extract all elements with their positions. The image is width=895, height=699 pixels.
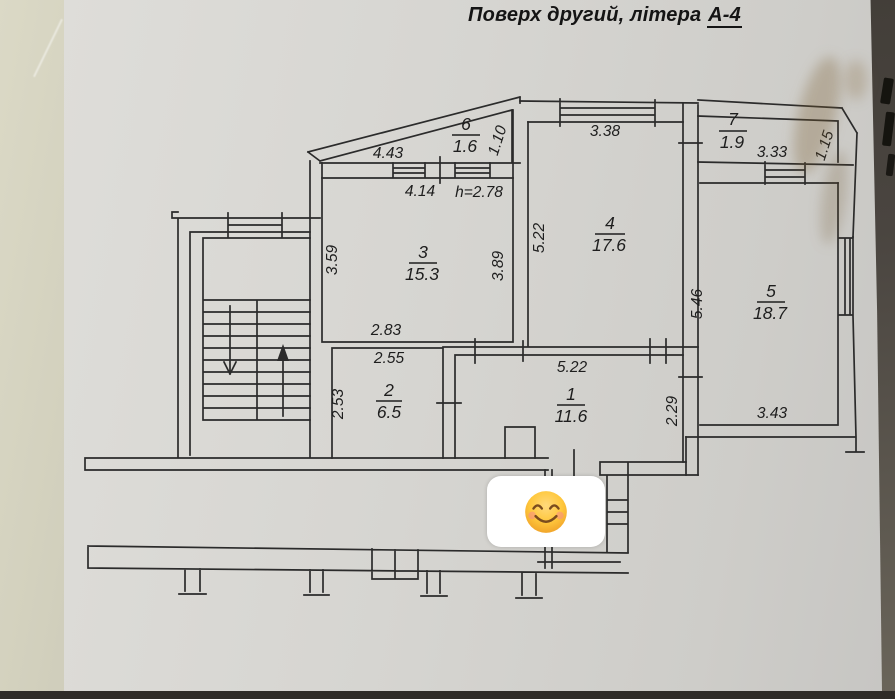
dim-room6-width: 4.43 xyxy=(373,145,404,162)
dimension-labels: 4.43 1.10 4.14 h=2.78 3.59 3.89 2.83 3.3… xyxy=(324,123,838,427)
stairs-up-arrowhead xyxy=(277,344,289,361)
emoji-blush-right xyxy=(556,511,564,519)
room-3-area: 15.3 xyxy=(405,264,439,284)
walls-central-vertical xyxy=(678,102,703,476)
room-labels: 1 11.6 2 6.5 3 15.3 4 17.6 5 18.7 6 1.6 … xyxy=(377,109,788,426)
windows-room6-band xyxy=(321,156,514,184)
dim-room4-top: 3.38 xyxy=(590,123,621,140)
plan-title-letter: А-4 xyxy=(707,4,742,28)
room-2-area: 6.5 xyxy=(377,402,402,422)
dim-room3-bottom: 2.83 xyxy=(370,322,402,339)
dim-room7-bottom: 3.33 xyxy=(757,144,788,161)
room-5-number: 5 xyxy=(766,281,776,301)
room-7-number: 7 xyxy=(728,109,739,129)
walls-room7 xyxy=(697,99,859,238)
dim-room2-top: 2.55 xyxy=(373,350,405,367)
room-number-underlines xyxy=(376,130,785,406)
walls-balcony6-diagonal xyxy=(306,95,522,164)
dim-room1-right: 2.29 xyxy=(664,396,681,428)
dim-room4-left: 5.22 xyxy=(531,223,548,254)
walls-staircase xyxy=(171,211,321,458)
dim-ceiling-height: h=2.78 xyxy=(455,184,503,201)
dim-room3-left: 3.59 xyxy=(324,245,341,276)
room-4-area: 17.6 xyxy=(592,235,626,255)
dim-room6-side: 1.10 xyxy=(485,123,511,157)
walls-room4-top-window xyxy=(519,98,699,127)
room-5-area: 18.7 xyxy=(753,303,788,323)
room-6-number: 6 xyxy=(461,114,471,134)
room-2-number: 2 xyxy=(383,380,394,400)
room-6-area: 1.6 xyxy=(453,136,478,156)
room-7-area: 1.9 xyxy=(720,132,745,152)
stairs-down-arrow xyxy=(222,305,238,376)
room-3-number: 3 xyxy=(418,242,428,262)
plan-title-text: Поверх другий, літера xyxy=(468,4,708,26)
walls xyxy=(84,95,865,599)
dim-room2-left: 2.53 xyxy=(330,389,347,421)
walls-room5 xyxy=(685,182,865,453)
smiling-face-emoji-icon xyxy=(525,490,567,533)
room-4-number: 4 xyxy=(605,213,615,233)
dim-room3-right: 3.89 xyxy=(490,251,507,282)
dim-room5-left: 5.46 xyxy=(689,289,706,320)
emoji-eye-right xyxy=(548,503,560,510)
dim-room5-bottom: 3.43 xyxy=(757,405,788,422)
emoji-face xyxy=(525,490,567,533)
emoji-blush-left xyxy=(528,511,536,519)
dim-room1-top: 5.22 xyxy=(557,359,588,376)
walls-left-and-bottom xyxy=(84,160,549,471)
emoji-sticker xyxy=(487,476,605,547)
dim-room3-top: 4.14 xyxy=(405,183,436,200)
door-ticks-corridor xyxy=(436,338,667,404)
plan-title: Поверх другий, літера А-4 xyxy=(415,4,795,28)
room-1-area: 11.6 xyxy=(555,406,588,426)
paper-stain xyxy=(845,60,867,100)
room-1-number: 1 xyxy=(566,384,576,404)
walls-bottom-balcony xyxy=(87,545,629,599)
emoji-mouth xyxy=(534,514,558,523)
emoji-eye-left xyxy=(532,503,544,510)
photo-bottom-edge xyxy=(0,691,895,699)
